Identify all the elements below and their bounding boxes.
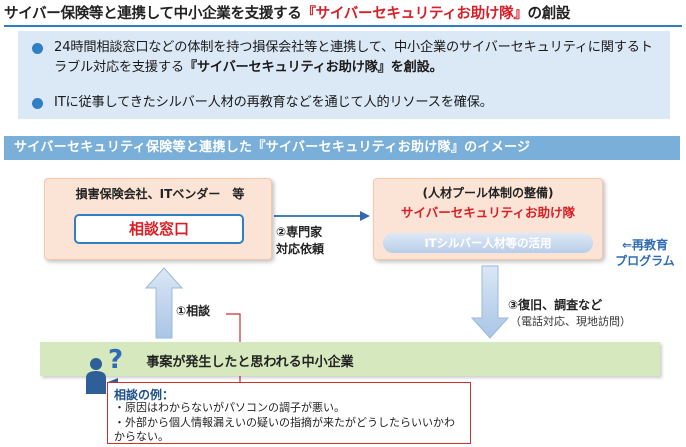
arrow-expert-request	[274, 211, 370, 221]
expert-request-line1: ②専門家	[276, 225, 323, 239]
title-underline	[4, 25, 682, 27]
callout-title: 相談の例：	[114, 388, 175, 402]
bullet-1-bold: 『サイバーセキュリティお助け隊』	[183, 60, 391, 75]
reeducation-arrow-icon: ⇐	[621, 238, 633, 252]
recovery-label: ③復旧、調査など	[508, 298, 603, 312]
expert-request-line2: 対応依頼	[276, 242, 325, 256]
consult-label: ①相談	[176, 304, 211, 318]
reeducation-line1: 再教育	[632, 238, 669, 252]
sme-label: 事案が発生したと思われる中小企業	[146, 355, 354, 370]
arrow-consult	[144, 267, 184, 339]
bullet-dot-icon	[32, 98, 43, 109]
reeducation-label: ⇐再教育 プログラム	[606, 237, 684, 269]
callout-item: ・外部から個人情報漏えいの疑いの指摘が来たがどうしたらいいかわからない。	[114, 416, 455, 443]
callout-item: ・原因はわからないがパソコンの調子が悪い。	[114, 401, 345, 414]
title-highlight: 『サイバーセキュリティお助け隊』	[301, 6, 528, 22]
arrow-recovery	[470, 265, 510, 339]
sme-bar	[40, 342, 660, 376]
svg-text:?: ?	[108, 345, 123, 375]
bullet-1: 24時間相談窓口などの体制を持つ損保会社等と連携して、中小企業のサイバーセキュリ…	[32, 38, 656, 78]
title-prefix: サイバー保険等と連携して中小企業を支援する	[4, 6, 302, 22]
it-silver-pill: ITシルバー人材等の活用	[383, 233, 593, 253]
recovery-sublabel: （電話対応、現地訪問）	[510, 315, 631, 328]
bullet-2: ITに従事してきたシルバー人材の再教育などを通じて人的リソースを確保。	[32, 93, 656, 113]
bullet-dot-icon	[32, 43, 43, 54]
helper-team-title: サイバーセキュリティお助け隊	[400, 205, 575, 220]
bullet-1-post: を創設。	[390, 60, 443, 75]
bullet-2-text: ITに従事してきたシルバー人材の再教育などを通じて人的リソースを確保。	[54, 95, 493, 110]
bullet-1-text: 24時間相談窓口などの体制を持つ損保会社等と連携して、中小企業のサイバーセキュリ…	[54, 40, 653, 75]
helper-team-subtitle: (人材プール体制の整備)	[422, 186, 554, 200]
reeducation-line2: プログラム	[615, 254, 675, 268]
example-callout	[107, 382, 471, 444]
title-suffix: の創設	[527, 6, 571, 22]
insurer-label: 損害保険会社、ITベンダー 等	[75, 187, 245, 201]
consult-window: 相談窓口	[74, 214, 244, 244]
image-banner: サイバーセキュリティ保険等と連携した『サイバーセキュリティお助け隊』のイメージ	[4, 136, 680, 160]
summary-bullets: 24時間相談窓口などの体制を持つ損保会社等と連携して、中小企業のサイバーセキュリ…	[18, 31, 670, 119]
page-title: サイバー保険等と連携して中小企業を支援する『サイバーセキュリティお助け隊』の創設	[4, 2, 684, 24]
expert-request-label: ②専門家 対応依頼	[276, 224, 366, 258]
